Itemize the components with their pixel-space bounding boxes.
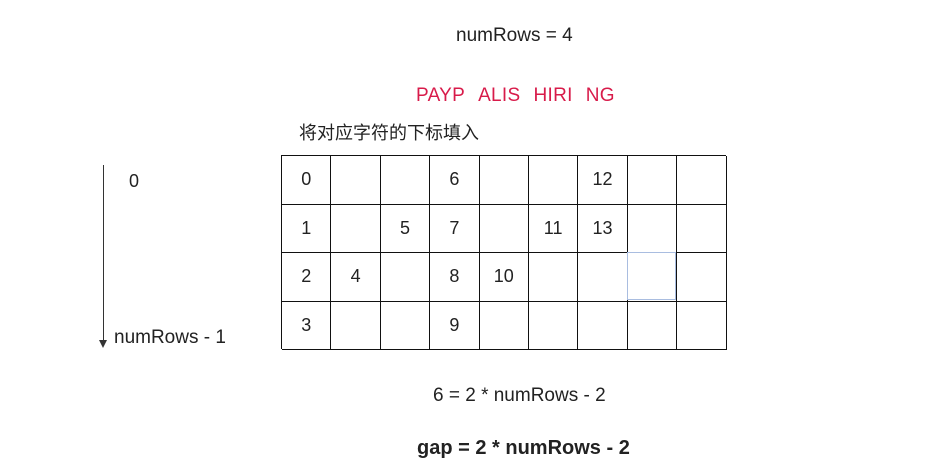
down-arrow-icon xyxy=(99,340,107,348)
grid-cell: 2 xyxy=(282,253,332,302)
num-rows-title: numRows = 4 xyxy=(456,25,573,46)
formula-example: 6 = 2 * numRows - 2 xyxy=(433,385,606,406)
instruction-text: 将对应字符的下标填入 xyxy=(299,123,479,143)
grid-cell xyxy=(528,156,579,205)
grid-cell xyxy=(380,253,431,302)
grid-cell xyxy=(627,301,678,350)
grid-cell xyxy=(627,204,678,253)
grid-cell xyxy=(479,156,529,205)
row-axis-line xyxy=(103,165,104,345)
grid-cell: 9 xyxy=(430,301,480,350)
grid-cell xyxy=(331,301,381,350)
grid-cell xyxy=(677,301,727,350)
grid-cell xyxy=(578,301,628,350)
grid-cell xyxy=(677,253,727,302)
grid-cell: 1 xyxy=(282,204,332,253)
grid-cell xyxy=(331,156,381,205)
grid-cell: 5 xyxy=(380,204,431,253)
grid-cell xyxy=(627,253,678,302)
encoded-segment: ALIS xyxy=(478,85,521,106)
grid-cell: 11 xyxy=(528,204,579,253)
grid-cell: 0 xyxy=(282,156,332,205)
grid-cell xyxy=(528,253,579,302)
grid-cell: 6 xyxy=(430,156,480,205)
grid-cell xyxy=(627,156,678,205)
encoded-segment: HIRI xyxy=(533,85,573,106)
encoded-string: PAYP ALIS HIRI NG xyxy=(416,86,615,105)
grid-cell: 3 xyxy=(282,301,332,350)
grid-cell xyxy=(578,253,628,302)
grid-cell: 8 xyxy=(430,253,480,302)
grid-cell xyxy=(331,204,381,253)
grid-cell: 12 xyxy=(578,156,628,205)
grid-cell xyxy=(677,156,727,205)
row-label-top: 0 xyxy=(129,171,140,191)
encoded-segment: PAYP xyxy=(416,85,466,106)
grid-cell xyxy=(380,156,431,205)
grid-cell: 4 xyxy=(331,253,381,302)
grid-cell xyxy=(528,301,579,350)
row-label-bottom: numRows - 1 xyxy=(114,327,226,348)
grid-cell xyxy=(479,204,529,253)
grid-cell: 13 xyxy=(578,204,628,253)
gap-formula: gap = 2 * numRows - 2 xyxy=(417,437,630,459)
grid-cell: 10 xyxy=(479,253,529,302)
grid-cell xyxy=(677,204,727,253)
grid-cell xyxy=(380,301,431,350)
grid-cell xyxy=(479,301,529,350)
grid-cell: 7 xyxy=(430,204,480,253)
encoded-segment: NG xyxy=(585,85,615,106)
